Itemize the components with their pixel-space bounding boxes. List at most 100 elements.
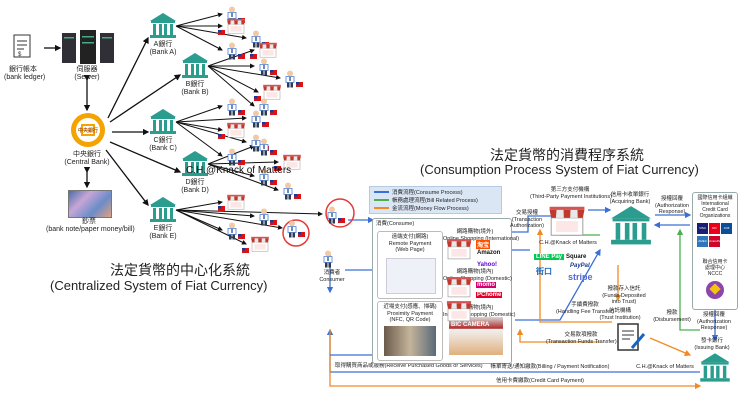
trust-document-icon	[616, 322, 646, 354]
disbursement-en: (Disbursement)	[653, 316, 691, 323]
legend-swatch-bill	[374, 199, 389, 201]
brand-paypal: PayPal	[570, 263, 590, 269]
remote-box: 遠端支付(網路)Remote Payment(Web Page)	[377, 231, 443, 299]
flag-icon	[338, 210, 345, 228]
shop-instore	[445, 300, 473, 327]
instore-en: In-Store Shopping (Domestic)	[443, 311, 516, 318]
third-party-zh: 第三方支付機構	[550, 187, 590, 193]
trust-zh: 信託機構	[608, 308, 631, 314]
bank-c-label-en: (Bank C)	[149, 145, 177, 152]
online-dom-en: Online Shopping (Domestic)	[443, 275, 512, 282]
fan-arrow	[175, 209, 255, 219]
issuing-zh: 發卡銀行	[700, 338, 723, 344]
legend-bill: 帳務處理流程(Bill Related Process)	[392, 198, 478, 204]
nccc-zh2: 處理中心	[704, 265, 725, 271]
trust-to-merchant-funds	[516, 328, 600, 343]
online-intl-en: Online Shopping (International)	[443, 235, 520, 242]
person-icon	[284, 70, 296, 93]
right-title-en: (Consumption Process System of Fiat Curr…	[420, 162, 699, 177]
issuing-en: (Issuing Bank)	[694, 344, 730, 351]
fan-arrow	[175, 200, 223, 211]
fan-arrow	[207, 163, 279, 191]
online-intl-zh: 網路購物(境外)	[456, 229, 494, 235]
person-icon	[250, 30, 262, 53]
bank-ledger: $	[10, 34, 34, 62]
handling-fee-zh: 手續費撥款	[571, 302, 599, 308]
sign-taobao: 淘宝	[476, 240, 491, 249]
auth-resp-top-en1: (Authorization	[655, 202, 689, 209]
card-brand-jcb: JCB	[721, 223, 732, 234]
legend-swatch-money	[374, 207, 389, 209]
billing-label: 帳單寄送/通知繳款(Billing / Payment Notification…	[490, 364, 610, 370]
flag-icon	[238, 46, 245, 64]
consume-panel: 消費(Consume) 遠端支付(網路)Remote Payment(Web P…	[372, 218, 519, 364]
flag-icon	[274, 158, 281, 176]
issuing-bank-icon	[698, 352, 732, 389]
txn-funds-zh: 交易款項撥款	[564, 332, 598, 338]
intl-en3: Organizations	[699, 213, 731, 219]
central-bankB-arrow	[109, 74, 182, 123]
txn-auth-en2: Authorization)	[510, 223, 544, 229]
auth-resp-bot-zh: 授權回覆	[702, 312, 725, 318]
instore-zh: 實體購物(境內)	[456, 305, 494, 311]
person-icon	[286, 220, 298, 243]
auth-resp-bot-en2: Response)	[700, 325, 728, 331]
flag-icon	[296, 74, 303, 92]
fan-arrow	[175, 25, 247, 40]
central-seal-text: 中央銀行	[77, 128, 98, 134]
svg-text:$: $	[18, 52, 22, 58]
acquiring-bank-icon	[608, 204, 654, 253]
flag-icon	[298, 224, 305, 242]
txn-funds-en: (Transaction Funds Transfer)	[546, 338, 617, 345]
central-bank-seal	[68, 112, 108, 148]
ledger-label-zh: 銀行帳本	[9, 66, 37, 73]
server-label-zh: 伺服器	[76, 66, 98, 73]
flag-icon	[270, 62, 277, 80]
person-icon	[258, 98, 270, 121]
flag-icon	[238, 152, 245, 170]
fan-arrow	[175, 25, 223, 51]
fan-arrow	[175, 12, 223, 27]
proximity-box: 近場支付(感應、掃碼)Proximity Payment(NFC, QR Cod…	[377, 301, 443, 361]
brand-stripe: stripe	[568, 272, 593, 282]
bank-a-icon	[148, 12, 178, 45]
disbursement-zh: 撥款	[666, 310, 678, 316]
fan-arrow	[175, 115, 247, 123]
bank-b-label-zh: B銀行	[185, 81, 205, 88]
flag-icon	[270, 212, 277, 230]
sign-pchome: PChome	[476, 292, 503, 298]
central-label-zh: 中央銀行	[73, 151, 101, 158]
remote-zh: 遠端支付(網路)	[391, 234, 429, 240]
person-icon	[226, 148, 238, 171]
tp-watermark: C.H.@Knack of Matters	[539, 240, 597, 246]
consumer-figure	[322, 250, 334, 273]
online-dom-zh: 網路購物(境內)	[456, 269, 494, 275]
person-icon	[250, 110, 262, 133]
shop-taobao	[445, 238, 473, 265]
brand-linepay: LINE Pay	[534, 254, 565, 260]
person-icon	[258, 168, 270, 191]
banknote-label-zh: 鈔票	[82, 218, 96, 225]
merchant-shop-icon	[226, 122, 246, 143]
flag-icon	[238, 226, 245, 244]
server-label-en: (Server)	[74, 74, 100, 81]
bank-d-label-zh: D銀行	[185, 179, 205, 186]
merchant-shop-icon	[226, 194, 246, 215]
central-bankD-arrow	[109, 141, 182, 173]
auth-resp-bot-en1: (Authorization	[697, 318, 731, 325]
flag-icon	[238, 102, 245, 120]
handling-fee-en: (Handling Fee Transfer)	[555, 308, 615, 315]
auth-resp-top-en2: Response)	[658, 209, 686, 215]
flag-icon	[242, 240, 249, 258]
remote-en1: Remote Payment	[388, 240, 432, 247]
shop-momo	[445, 276, 473, 303]
proximity-en2: (NFC, QR Code)	[389, 317, 431, 323]
central-bankE-arrow	[105, 149, 149, 207]
consumer-label-en: Consumer	[319, 276, 345, 283]
card-brand-unionpay: UnionPay	[709, 236, 720, 247]
ledger-label-en: (bank ledger)	[4, 74, 46, 81]
person-icon	[226, 222, 238, 245]
brand-jkopay: 街口	[536, 267, 552, 276]
flag-icon	[270, 142, 277, 160]
